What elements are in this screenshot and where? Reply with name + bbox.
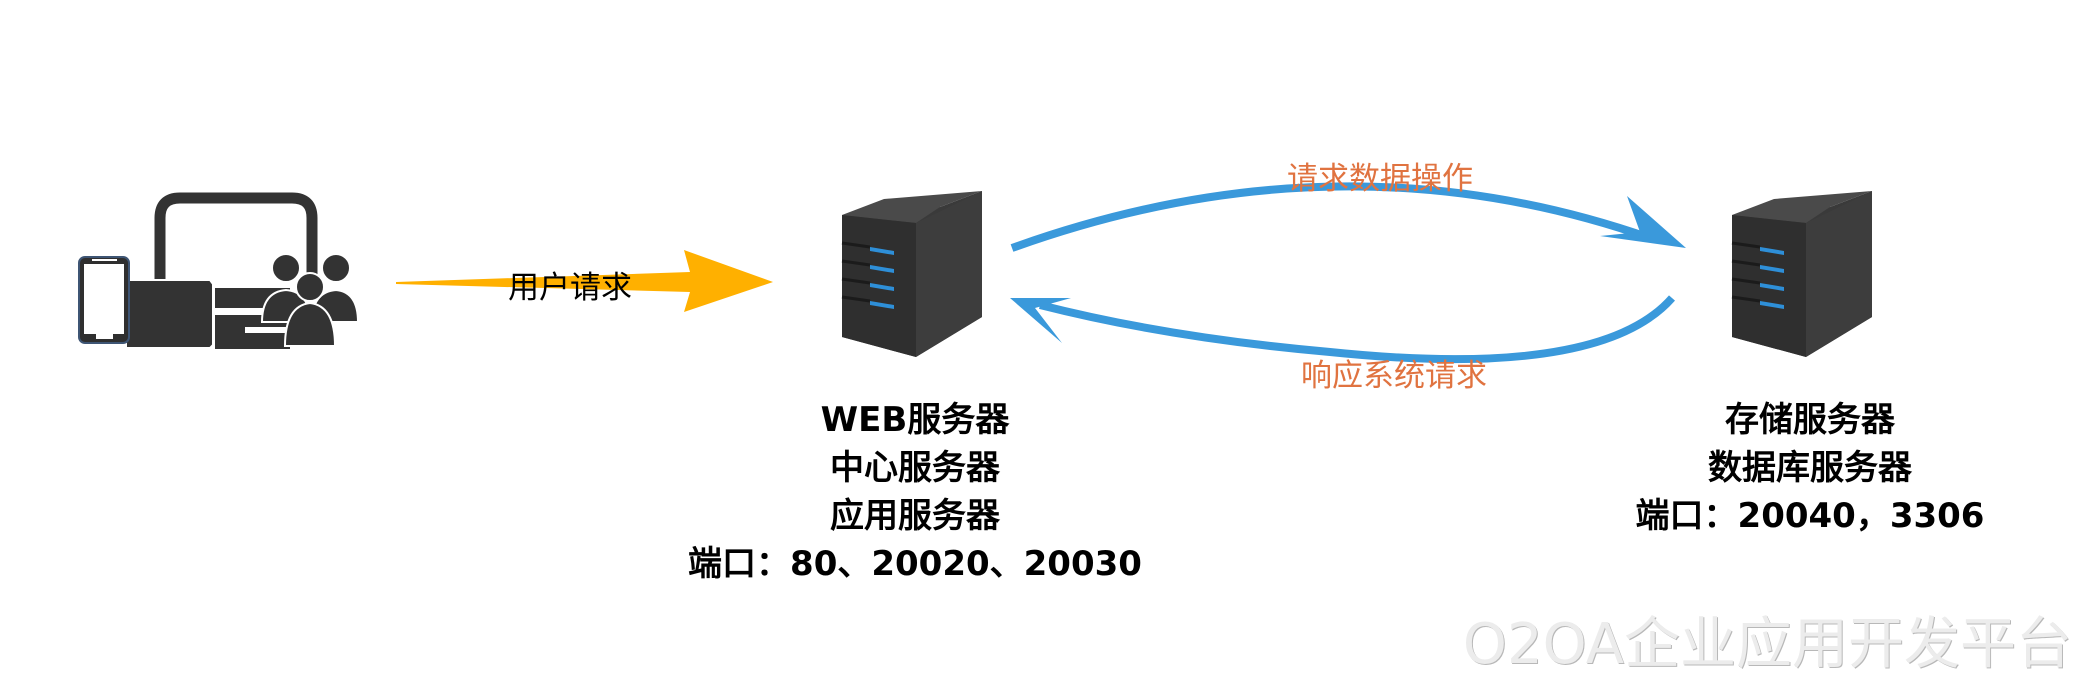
web-server-caption: WEB服务器 中心服务器 应用服务器 端口：80、20020、20030 [670, 396, 1160, 588]
request-flow-label: 请求数据操作 [1287, 161, 1473, 197]
web-server-line-2: 中心服务器 [830, 448, 1000, 488]
storage-server-caption: 存储服务器 数据库服务器 端口：20040，3306 [1620, 396, 2000, 540]
response-flow-arrow [1010, 295, 1676, 364]
watermark: O2OA企业应用开发平台 [1462, 612, 2072, 677]
request-flow-arrow [1010, 182, 1686, 252]
web-server-line-1: WEB服务器 [820, 400, 1010, 440]
response-flow-label: 响应系统请求 [1301, 358, 1487, 394]
web-server-icon [841, 191, 982, 357]
web-server-line-3: 应用服务器 [830, 496, 1000, 536]
storage-server-line-2: 数据库服务器 [1708, 448, 1912, 488]
user-request-arrow [396, 250, 773, 312]
storage-server-line-1: 存储服务器 [1725, 400, 1895, 440]
user-request-label: 用户请求 [508, 270, 632, 306]
storage-server-ports: 端口：20040，3306 [1635, 496, 1985, 536]
storage-server-icon [1731, 191, 1872, 357]
web-server-ports: 端口：80、20020、20030 [688, 544, 1142, 584]
devices-and-users-icon [78, 192, 360, 349]
